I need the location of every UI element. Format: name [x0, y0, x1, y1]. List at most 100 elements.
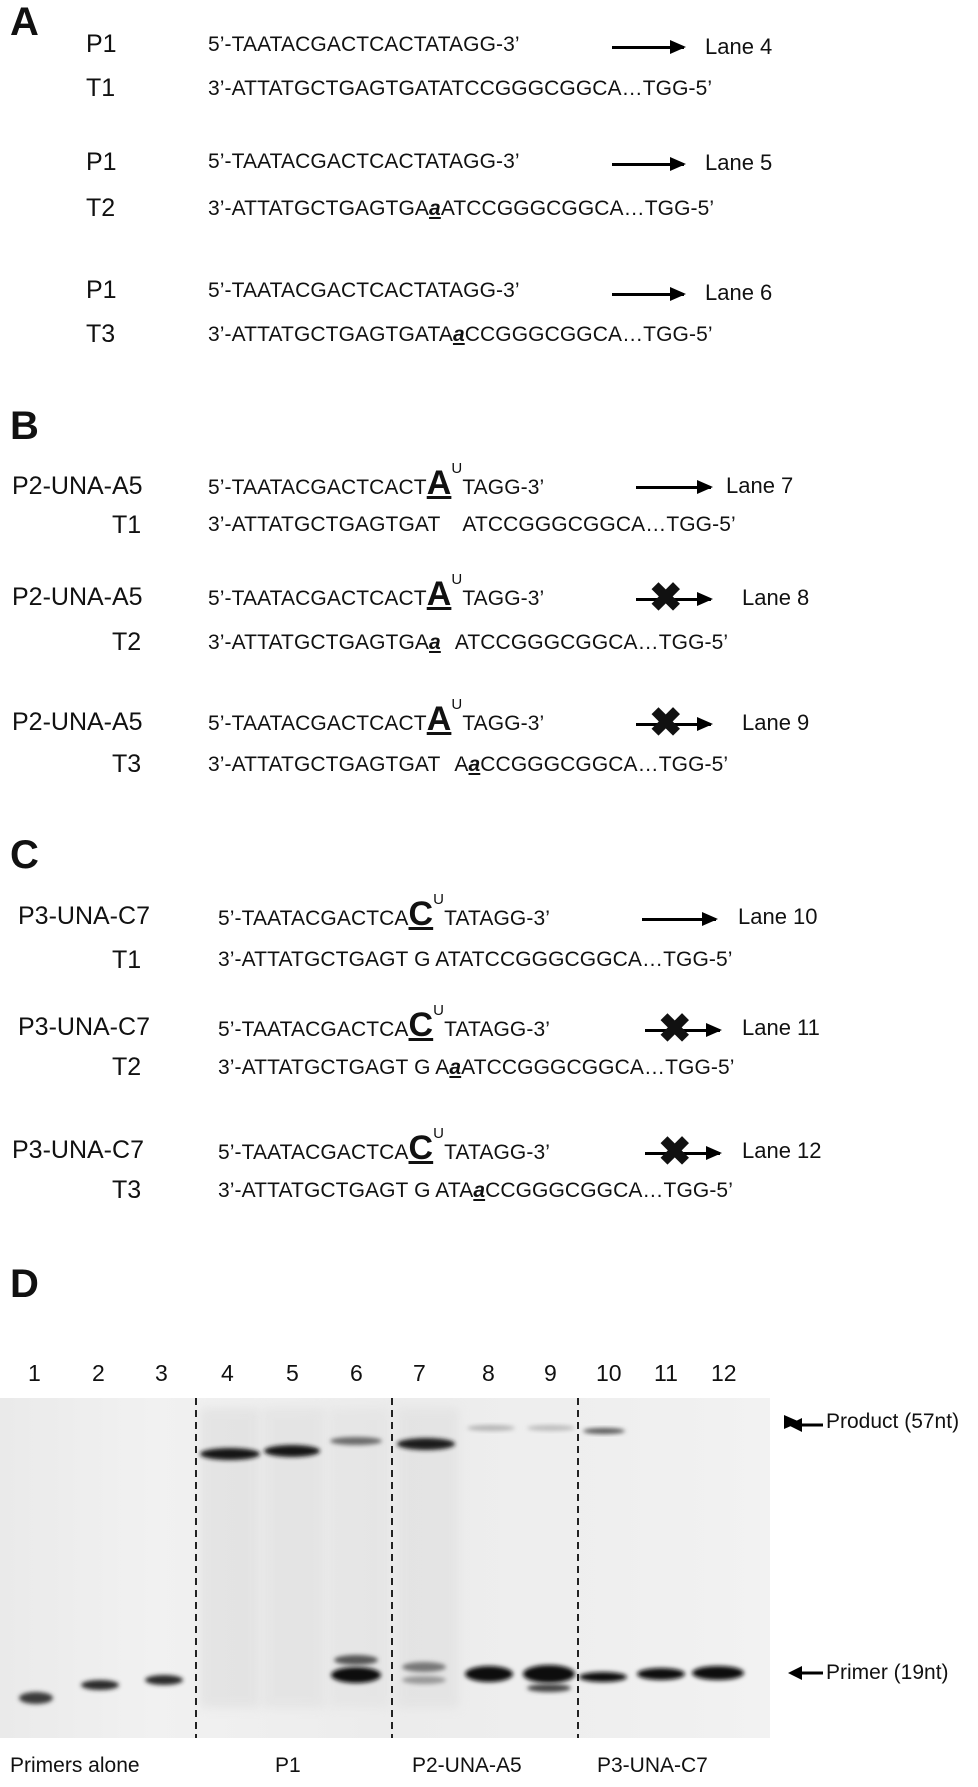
product-label: Product (57nt) — [826, 1410, 960, 1433]
template-label: T3 — [112, 750, 142, 778]
block-x-icon: ✖ — [649, 701, 683, 745]
primer-seq-part: 5’-TAATACGACTCA — [218, 907, 409, 930]
template-sequence: 3’-ATTATGCTGAGT G AaATCCGGGCGGCA…TGG-5’ — [218, 1056, 735, 1080]
extension-arrow — [612, 157, 686, 171]
una-superscript: U — [451, 571, 463, 588]
template-seq-part: G — [414, 1056, 431, 1079]
blocked-arrow — [645, 1146, 722, 1160]
primer-seq-part: 5’-TAATACGACTCA — [218, 1018, 409, 1041]
una-base: C — [408, 1129, 434, 1167]
primer-seq-part: 5’-TAATACGACTCACT — [208, 712, 427, 735]
mismatch-base: a — [449, 1056, 462, 1079]
primer-seq-part: TAGG-3’ — [462, 587, 545, 610]
lane-number: 8 — [482, 1360, 495, 1386]
template-seq-part: 3’-ATTATGCTGAGTGAT — [208, 753, 441, 776]
lane-label: Lane 10 — [738, 904, 818, 929]
extension-arrow — [612, 40, 686, 54]
template-seq-part: A — [435, 1056, 450, 1079]
mismatch-base: a — [429, 631, 441, 654]
primer-sequence: 5’-TAATACGACTCACTATAGG-3’ — [208, 33, 520, 56]
template-seq-part: 3’-ATTATGCTGAGTGAT — [208, 513, 441, 536]
primer-sequence: 5’-TAATACGACTCACUTATAGG-3’ — [218, 891, 551, 933]
primer-label: P2-UNA-A5 — [12, 472, 143, 500]
template-seq-part: ATCCGGGCGGCA…TGG-5’ — [440, 197, 715, 220]
primer-label: P1 — [86, 30, 117, 58]
group-label: Primers alone — [10, 1754, 140, 1777]
panel-b-letter: B — [10, 404, 39, 448]
una-superscript: U — [433, 891, 445, 908]
primer-label: P2-UNA-A5 — [12, 708, 143, 736]
gel-image — [0, 1398, 978, 1738]
panel-c-letter: C — [10, 833, 39, 877]
blocked-arrow — [636, 592, 713, 606]
una-base: C — [408, 1006, 434, 1044]
primer-label: Primer (19nt) — [826, 1661, 949, 1684]
primer-seq-part: TATAGG-3’ — [444, 1018, 551, 1041]
template-seq-part: CCGGGCGGCA…TGG-5’ — [480, 753, 729, 776]
template-label: T3 — [86, 320, 116, 348]
lane-label: Lane 5 — [705, 150, 773, 175]
template-seq-part: ATCCGGGCGGCA…TGG-5’ — [462, 513, 736, 536]
template-sequence: 3’-ATTATGCTGAGTGAT AaCCGGGCGGCA…TGG-5’ — [208, 753, 728, 777]
block-x-icon: ✖ — [658, 1130, 692, 1174]
una-base: C — [408, 895, 434, 933]
primer-seq-part: 5’-TAATACGACTCACT — [208, 587, 427, 610]
primer-sequence: 5’-TAATACGACTCACTAUTAGG-3’ — [208, 460, 545, 500]
lane-label: Lane 12 — [742, 1138, 822, 1163]
una-base: A — [426, 700, 452, 738]
primer-sequence: 5’-TAATACGACTCACTATAGG-3’ — [208, 150, 520, 173]
block-x-icon: ✖ — [649, 576, 683, 620]
primer-label: P3-UNA-C7 — [18, 902, 150, 930]
template-label: T1 — [112, 946, 142, 974]
template-sequence: 3’-ATTATGCTGAGT G ATAaCCGGGCGGCA…TGG-5’ — [218, 1179, 733, 1203]
panel-d-letter: D — [10, 1262, 39, 1306]
mismatch-base: a — [473, 1179, 486, 1202]
lane-number: 7 — [413, 1360, 426, 1386]
lane-number: 1 — [28, 1360, 41, 1386]
una-superscript: U — [433, 1125, 445, 1142]
primer-label: P1 — [86, 276, 117, 304]
primer-seq-part: 5’-TAATACGACTCACT — [208, 476, 427, 499]
blocked-arrow — [645, 1023, 722, 1037]
primer-seq-part: TATAGG-3’ — [444, 907, 551, 930]
template-seq-part: 3’-ATTATGCTGAGTGA — [208, 197, 430, 220]
primer-sequence: 5’-TAATACGACTCACTAUTAGG-3’ — [208, 696, 544, 738]
primer-label: P1 — [86, 148, 117, 176]
template-seq-part: ATCCGGGCGGCA…TGG-5’ — [461, 1056, 735, 1079]
template-seq-part: ATCCGGGCGGCA…TGG-5’ — [454, 631, 729, 654]
template-seq-part: ATATCCGGGCGGCA…TGG-5’ — [435, 948, 733, 971]
template-seq-part: A — [454, 753, 469, 776]
lane-number: 12 — [711, 1360, 737, 1386]
template-seq-part: 3’-ATTATGCTGAGT — [218, 1056, 409, 1079]
blocked-arrow — [636, 717, 713, 731]
primer-sequence: 5’-TAATACGACTCACUTATAGG-3’ — [218, 1002, 551, 1044]
template-seq-part: CCGGGCGGCA…TGG-5’ — [464, 323, 713, 346]
lane-number: 10 — [596, 1360, 622, 1386]
extension-arrow — [642, 912, 718, 926]
primer-label: P2-UNA-A5 — [12, 583, 143, 611]
template-sequence: 3’-ATTATGCTGAGTGAT ATCCGGGCGGCA…TGG-5’ — [208, 513, 736, 537]
lane-number: 9 — [544, 1360, 557, 1386]
template-seq-part: G — [414, 948, 431, 971]
primer-sequence: 5’-TAATACGACTCACUTATAGG-3’ — [218, 1125, 550, 1167]
product-pointer-icon — [788, 1418, 823, 1432]
block-x-icon: ✖ — [658, 1007, 692, 1051]
template-label: T2 — [112, 1053, 142, 1081]
template-seq-part: ATA — [435, 1179, 474, 1202]
primer-label: P3-UNA-C7 — [18, 1013, 150, 1041]
template-label: T3 — [112, 1176, 142, 1204]
primer-label: P3-UNA-C7 — [12, 1136, 144, 1164]
template-seq-part: CCGGGCGGCA…TGG-5’ — [485, 1179, 733, 1202]
lane-label: Lane 7 — [726, 473, 794, 498]
mismatch-base: a — [452, 323, 465, 346]
primer-seq-part: TAGG-3’ — [462, 476, 545, 499]
primer-sequence: 5’-TAATACGACTCACTATAGG-3’ — [208, 279, 520, 302]
una-superscript: U — [451, 460, 463, 477]
template-sequence: 3’-ATTATGCTGAGT G ATATCCGGGCGGCA…TGG-5’ — [218, 948, 733, 972]
una-superscript: U — [433, 1002, 445, 1019]
lane-number: 2 — [92, 1360, 105, 1386]
template-sequence: 3’-ATTATGCTGAGTGAaATCCGGGCGGCA…TGG-5’ — [208, 197, 714, 221]
una-superscript: U — [451, 696, 463, 713]
mismatch-base: a — [468, 753, 481, 776]
